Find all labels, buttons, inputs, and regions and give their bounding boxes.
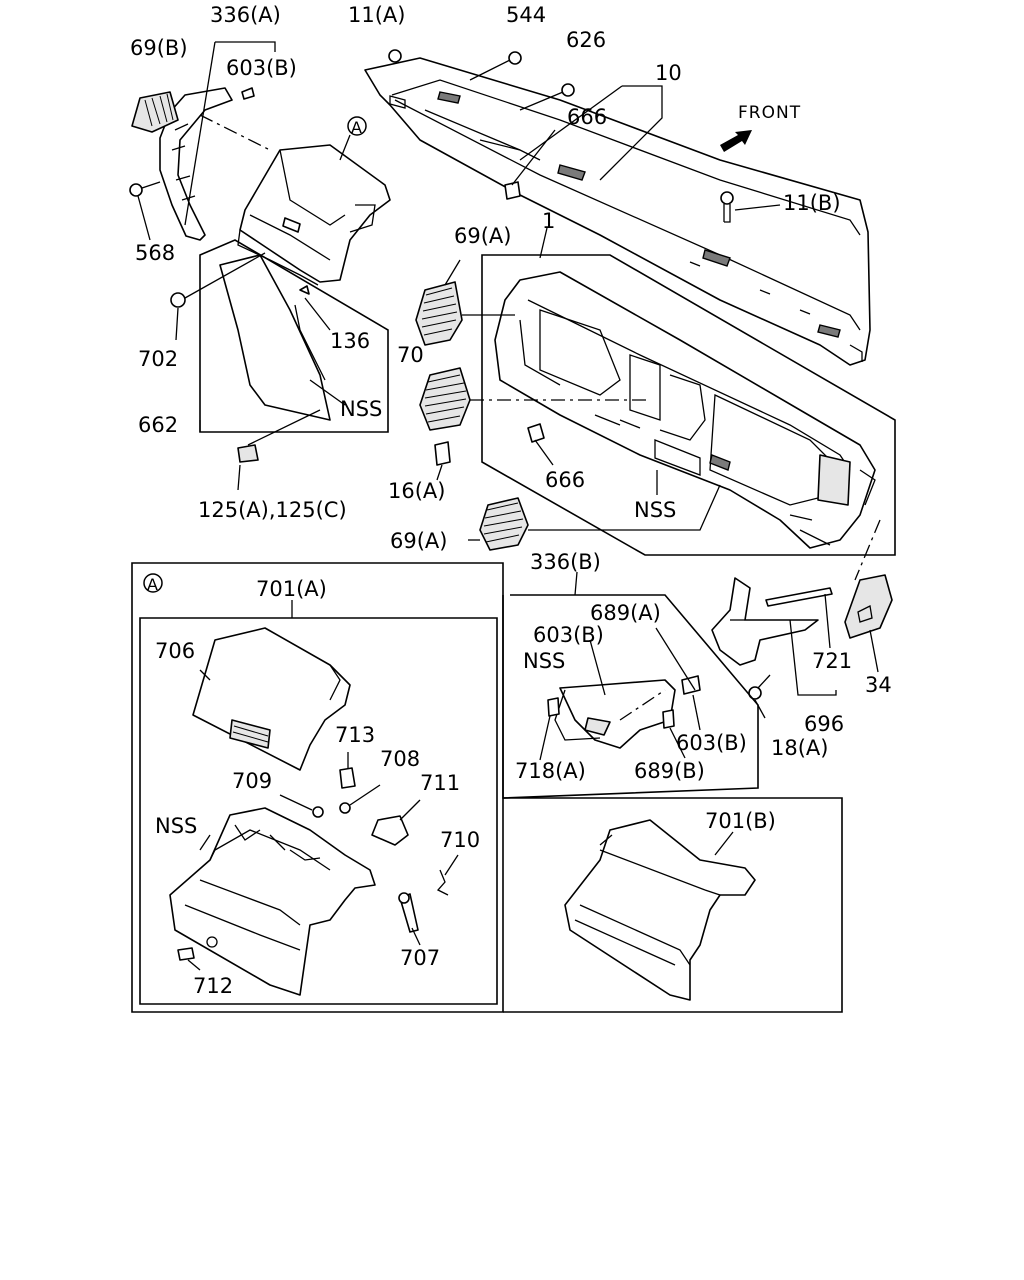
label-nss-4: NSS: [155, 814, 197, 838]
label-11a: 11(A): [348, 3, 405, 27]
circled-letter-icon: [143, 573, 163, 593]
bolt-11b: [720, 191, 781, 223]
label-710: 710: [440, 828, 480, 852]
label-125: 125(A),125(C): [198, 498, 347, 522]
label-709: 709: [232, 769, 272, 793]
lid-706: [192, 627, 351, 771]
clip-16a: [434, 441, 451, 466]
label-721: 721: [812, 649, 852, 673]
label-666-mid: 666: [545, 468, 585, 492]
label-a-box: A: [147, 575, 158, 594]
bolt-18a: [748, 674, 771, 719]
label-711: 711: [420, 771, 460, 795]
label-34: 34: [865, 673, 892, 697]
label-nss-2: NSS: [634, 498, 676, 522]
label-689a: 689(A): [590, 601, 661, 625]
bolt-544: [469, 51, 522, 81]
label-16a: 16(A): [388, 479, 445, 503]
vent-69a-upper: [415, 281, 463, 346]
bolt-626: [519, 83, 575, 111]
label-69a-lower: 69(A): [390, 529, 447, 553]
vent-69a-lower: [479, 497, 529, 551]
label-701a: 701(A): [256, 577, 327, 601]
label-718a: 718(A): [515, 759, 586, 783]
group-box-336b: [502, 571, 759, 799]
label-666-top: 666: [567, 105, 607, 129]
side-duct-336a: [159, 87, 233, 241]
label-10: 10: [655, 61, 682, 85]
label-544: 544: [506, 3, 546, 27]
label-689b: 689(B): [634, 759, 705, 783]
label-1: 1: [542, 209, 555, 233]
label-603b-top: 603(B): [226, 56, 297, 80]
label-336a: 336(A): [210, 3, 281, 27]
label-front: FRONT: [738, 103, 801, 123]
label-336b: 336(B): [530, 550, 601, 574]
spring-710: [436, 854, 459, 896]
label-nss-1: NSS: [340, 397, 382, 421]
clip-603b-top: [241, 87, 255, 100]
circled-letter-icon: [347, 116, 367, 136]
dash-upper-panel-10: [364, 57, 871, 366]
hinge-707: [398, 892, 421, 946]
clip-666-mid: [527, 423, 545, 443]
vent-70: [419, 367, 471, 431]
label-706: 706: [155, 639, 195, 663]
bolt-568: [129, 181, 161, 197]
label-713: 713: [335, 723, 375, 747]
label-18a: 18(A): [771, 736, 828, 760]
label-662: 662: [138, 413, 178, 437]
vent-69b: [131, 91, 179, 133]
label-69a-upper: 69(A): [454, 224, 511, 248]
bracket-696: [711, 577, 819, 666]
label-11b: 11(B): [783, 191, 841, 215]
label-696: 696: [804, 712, 844, 736]
screw-709: [279, 794, 324, 818]
bolt-11a: [388, 49, 402, 63]
label-603b-mid: 603(B): [533, 623, 604, 647]
label-708: 708: [380, 747, 420, 771]
bar-721: [765, 587, 833, 649]
cover-34: [844, 574, 893, 673]
clip-713: [339, 767, 356, 789]
label-626: 626: [566, 28, 606, 52]
screw-708: [339, 784, 381, 814]
label-712: 712: [193, 974, 233, 998]
label-69b: 69(B): [130, 36, 188, 60]
glovebox-housing-a: [169, 807, 376, 996]
label-136: 136: [330, 329, 370, 353]
label-70: 70: [397, 343, 424, 367]
label-701b: 701(B): [705, 809, 776, 833]
label-568: 568: [135, 241, 175, 265]
front-arrow-icon: [720, 130, 752, 152]
instrument-panel-1: [481, 254, 896, 556]
nut-702: [170, 292, 186, 308]
view-701b-box: [503, 797, 843, 1013]
label-707: 707: [400, 946, 440, 970]
bracket-711: [371, 799, 421, 846]
group-box-662: [170, 239, 389, 491]
label-a-top: A: [351, 118, 362, 137]
clip-125: [237, 444, 259, 463]
clip-136: [299, 285, 310, 295]
label-nss-3: NSS: [523, 649, 565, 673]
clip-712: [177, 947, 201, 971]
label-702: 702: [138, 347, 178, 371]
label-603b-low: 603(B): [676, 731, 747, 755]
glovebox-assembly-top: [237, 144, 391, 286]
